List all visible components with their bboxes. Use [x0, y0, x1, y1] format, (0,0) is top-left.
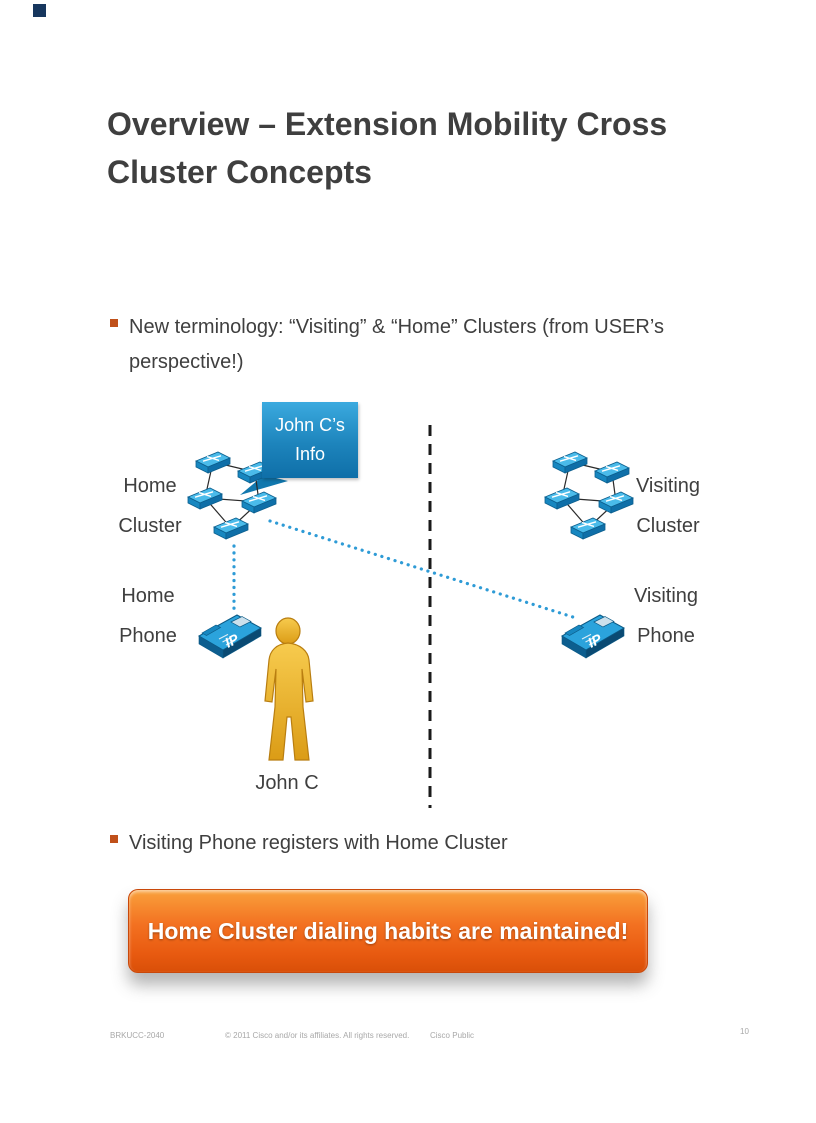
highlight-banner: Home Cluster dialing habits are maintain… — [128, 889, 648, 973]
bullet-square-icon — [110, 835, 118, 843]
home-cluster-label-line2: Cluster — [118, 515, 182, 537]
footer-session-id: BRKUCC-2040 — [110, 1031, 165, 1040]
bullet-item-registration: Visiting Phone registers with Home Clust… — [110, 826, 695, 861]
visiting-cluster-label-line2: Cluster — [636, 515, 700, 537]
person-icon — [264, 617, 314, 761]
bullet-item-terminology: New terminology: “Visiting” & “Home” Clu… — [110, 310, 695, 380]
footer-copyright: © 2011 Cisco and/or its affiliates. All … — [225, 1031, 410, 1040]
home-cluster-label: Home Cluster — [105, 466, 195, 546]
bullet-text: New terminology: “Visiting” & “Home” Clu… — [129, 316, 664, 373]
home-phone-label-line2: Phone — [119, 625, 177, 647]
visiting-cluster-icon — [545, 452, 633, 539]
bullet-square-icon — [110, 319, 118, 327]
visiting-phone-label-line1: Visiting — [633, 585, 699, 607]
home-phone-label-line1: Home — [121, 585, 175, 607]
person-name-label: John C — [255, 772, 319, 794]
visiting-phone-label: Visiting Phone — [621, 576, 711, 656]
callout-line1: John C’s — [275, 415, 345, 435]
john-info-callout: John C’s Info — [262, 402, 358, 478]
footer-classification: Cisco Public — [430, 1031, 475, 1040]
concept-diagram: IP IP — [90, 425, 730, 808]
visiting-phone-label-line2: Phone — [637, 625, 695, 647]
visiting-cluster-label: Visiting Cluster — [623, 466, 713, 546]
banner-text: Home Cluster dialing habits are maintain… — [147, 917, 629, 944]
corner-accent-square — [33, 4, 46, 17]
home-phone-label: Home Phone — [103, 576, 193, 656]
visiting-cluster-label-line1: Visiting — [635, 475, 701, 497]
slide-title: Overview – Extension Mobility Cross Clus… — [107, 106, 668, 190]
bullet-text: Visiting Phone registers with Home Clust… — [129, 832, 508, 854]
callout-tail — [240, 475, 288, 495]
callout-line2: Info — [294, 444, 326, 464]
footer-page-number: 10 — [740, 1027, 749, 1036]
home-cluster-label-line1: Home — [123, 475, 177, 497]
link-home-cluster-to-visiting-phone — [268, 519, 578, 620]
